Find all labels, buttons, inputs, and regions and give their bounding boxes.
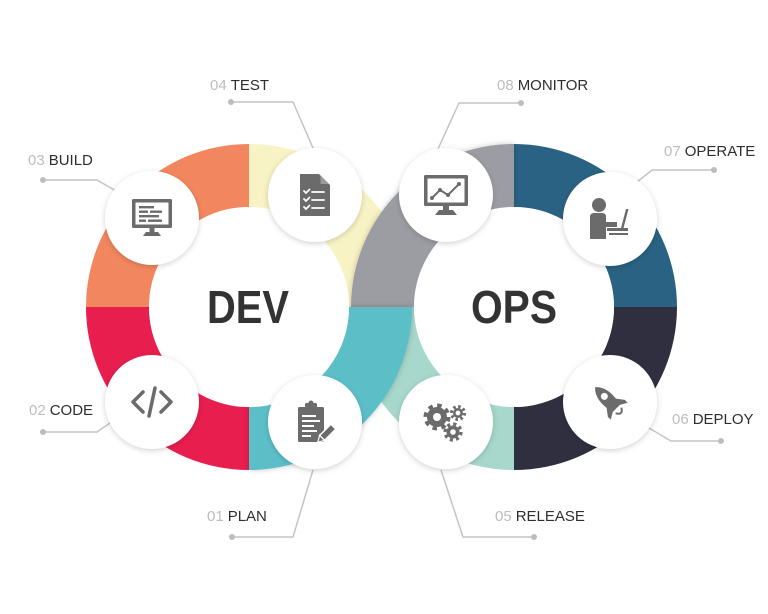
build-leader-line [43,179,117,192]
checklist-document-icon [300,174,330,216]
operate-icon-circle [563,172,657,266]
ops-title: OPS [471,281,557,333]
stage-number: 01 [207,508,224,525]
code-brackets-icon [131,386,173,418]
stage-name: MONITOR [517,77,589,94]
stage-number: 03 [28,152,45,169]
clipboard-pencil-icon [298,400,337,444]
operate-leader-line [636,169,714,183]
deploy-leader-dot [718,438,724,444]
stage-number: 05 [495,508,512,525]
stage-name: DEPLOY [692,411,754,428]
stage-number: 04 [210,77,227,94]
release-leader-line [440,469,534,538]
monitor-leader-dot [518,100,524,106]
stage-number: 06 [672,411,689,428]
stage-name: PLAN [227,508,267,525]
person-laptop-icon [590,198,629,239]
leader-dots [40,99,724,540]
monitor-code-icon [132,199,172,236]
ops-hub [414,207,614,407]
leader-lines [43,101,721,538]
release-icon-circle [399,375,493,469]
rocket-icon [595,387,628,420]
plan-leader-line [232,469,314,538]
stage-name: TEST [230,77,270,94]
monitor-leader-line [437,102,521,150]
stage-number: 02 [29,402,46,419]
dev-hub [149,207,349,407]
operate-leader-dot [711,167,717,173]
deploy-leader-line [648,427,721,442]
stage-name: CODE [49,402,94,419]
stage-number: 07 [664,143,681,160]
code-leader-dot [40,429,46,435]
test-leader-line [231,101,314,149]
stage-name: BUILD [48,152,93,169]
dev-title: DEV [207,281,289,333]
stage-number: 08 [497,77,514,94]
plan-leader-dot [229,534,235,540]
release-leader-dot [531,534,537,540]
build-leader-dot [40,177,46,183]
gears-icon [423,403,466,442]
stage-name: OPERATE [684,143,756,160]
stage-name: RELEASE [515,508,585,525]
code-leader-line [43,422,111,433]
test-leader-dot [228,99,234,105]
monitor-chart-icon [424,175,468,215]
